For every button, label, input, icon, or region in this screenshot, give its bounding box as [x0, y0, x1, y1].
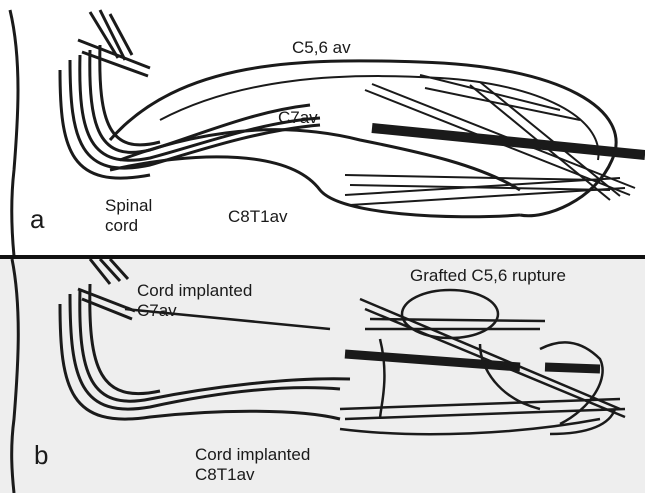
lower-hatched-cords — [345, 175, 625, 205]
label-cord-implanted-c7: Cord implanted C7av — [137, 281, 252, 321]
label-spinal-cord: Spinal cord — [105, 196, 152, 236]
panel-b-drawing — [0, 259, 645, 493]
spinal-canal-wall — [10, 10, 18, 256]
panel-a: a C5,6 av C7av Spinal cord C8T1av — [0, 0, 645, 256]
panel-b: b Grafted C5,6 rupture Cord implanted C7… — [0, 259, 645, 493]
label-c56-av: C5,6 av — [292, 38, 351, 58]
label-c8t1-av: C8T1av — [228, 207, 288, 227]
panel-a-letter: a — [30, 205, 44, 233]
label-cord-implanted-c8t1: Cord implanted C8T1av — [195, 445, 310, 485]
spinal-canal-wall — [12, 259, 19, 493]
label-c7-av: C7av — [278, 108, 318, 128]
panel-b-letter: b — [34, 441, 48, 469]
label-grafted-rupture: Grafted C5,6 rupture — [410, 266, 566, 286]
